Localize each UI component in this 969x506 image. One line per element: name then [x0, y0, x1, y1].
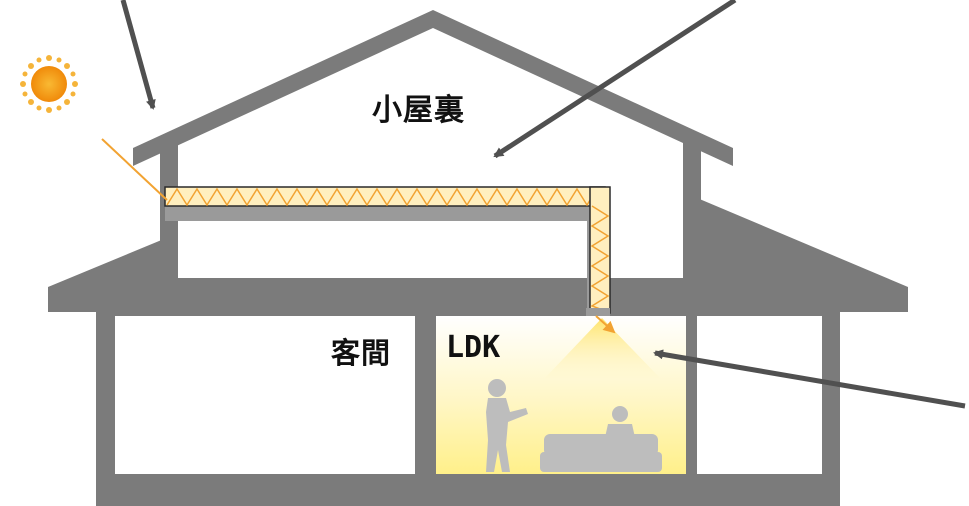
upper-wall-right [683, 140, 701, 285]
ldk-label: LDK [446, 330, 501, 365]
duct-outlet [586, 308, 610, 316]
guest-room-label: 客間 [331, 336, 392, 370]
attic-label: 小屋裏 [372, 93, 465, 128]
air-duct [164, 186, 611, 316]
sunlight-ray [101, 138, 168, 201]
duct-horizontal-pattern [166, 187, 598, 207]
pointer-arrow-ldk [653, 349, 966, 409]
sun-icon [20, 55, 78, 113]
duct-vertical-pattern [590, 205, 610, 313]
pointer-arrow-attic [493, 0, 737, 159]
warm-air-cone [545, 318, 660, 378]
floor-slab [96, 278, 829, 316]
attic-space [178, 42, 683, 285]
airflow-arrow [595, 315, 616, 334]
room-guest [115, 316, 415, 474]
room-right [697, 316, 822, 474]
sofa-icon [540, 434, 662, 472]
house-structure [48, 10, 908, 506]
pointer-arrow-roof [120, 0, 156, 110]
duct-pipe-horizontal [165, 205, 605, 221]
person-standing-icon [486, 379, 528, 472]
foundation [96, 474, 840, 506]
